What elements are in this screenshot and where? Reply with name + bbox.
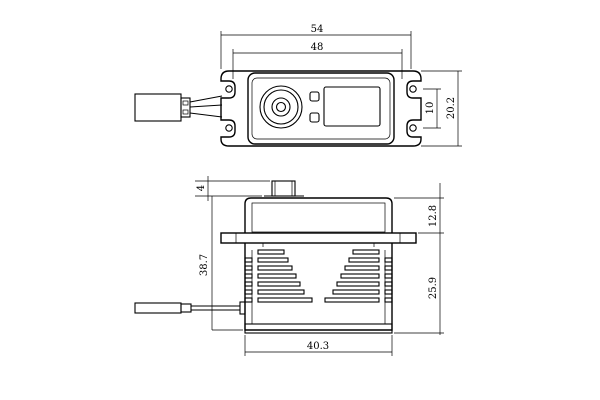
output-spline-icon [259, 85, 303, 129]
dim-top-section-height: 12.8 [428, 205, 439, 227]
front-view-flange [220, 232, 417, 244]
dim-total-height: 38.7 [199, 254, 210, 276]
dim-body-depth: 20.2 [446, 97, 457, 119]
front-view-top-case [244, 197, 393, 233]
top-view-flange [220, 70, 422, 147]
dim-spline-height: 4 [196, 185, 207, 191]
top-view [134, 70, 422, 147]
front-view-cable [134, 301, 246, 315]
front-view [134, 180, 417, 334]
mount-hole-icon [409, 85, 417, 93]
mount-hole-icon [409, 124, 417, 132]
top-view-dimensions: 54 48 10 20.2 [220, 24, 462, 147]
label-plate [323, 86, 381, 127]
top-view-connector [134, 93, 223, 122]
front-view-spline [271, 180, 296, 197]
cooling-fins-right [324, 249, 393, 303]
dim-hole-spacing: 48 [311, 42, 324, 53]
dim-overall-width: 54 [311, 24, 324, 35]
dim-slot-height: 10 [425, 102, 436, 115]
dim-body-width: 40.3 [307, 341, 329, 352]
dim-lower-section-height: 25.9 [428, 277, 439, 299]
top-view-body [247, 72, 395, 145]
mount-hole-icon [225, 85, 233, 93]
mount-hole-icon [225, 124, 233, 132]
cooling-fins-left [244, 249, 313, 303]
front-view-dimensions: 4 12.8 25.9 38.7 40.3 [195, 176, 444, 356]
